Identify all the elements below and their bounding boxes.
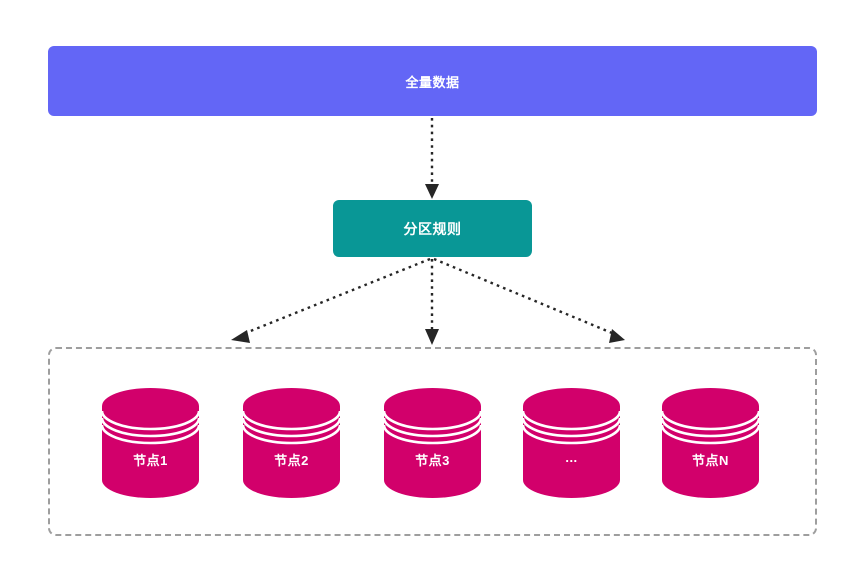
partition-rule-box[interactable]: 分区规则 — [333, 200, 532, 257]
node-cylinder[interactable]: 节点2 — [243, 388, 340, 498]
node-cylinder[interactable]: 节点3 — [384, 388, 481, 498]
database-cylinder-icon — [243, 388, 340, 498]
database-cylinder-icon — [662, 388, 759, 498]
node-cylinder[interactable]: 节点N — [662, 388, 759, 498]
full-data-label: 全量数据 — [405, 74, 460, 90]
arrowhead-router-to-node1 — [231, 330, 250, 343]
database-cylinder-icon — [384, 388, 481, 498]
database-cylinder-icon — [102, 388, 199, 498]
node-cylinder[interactable]: ... — [523, 388, 620, 498]
arrowhead-router-to-node3 — [425, 329, 439, 345]
database-cylinder-icon — [523, 388, 620, 498]
arrowhead-source-to-router — [425, 184, 439, 199]
node-cluster-container — [48, 347, 817, 536]
arrow-router-to-nodeN — [433, 257, 613, 335]
node-cylinder[interactable]: 节点1 — [102, 388, 199, 498]
arrowhead-router-to-nodeN — [609, 329, 625, 343]
partition-rule-label: 分区规则 — [403, 220, 462, 237]
arrow-router-to-node1 — [242, 257, 431, 336]
full-data-box[interactable]: 全量数据 — [48, 46, 817, 116]
